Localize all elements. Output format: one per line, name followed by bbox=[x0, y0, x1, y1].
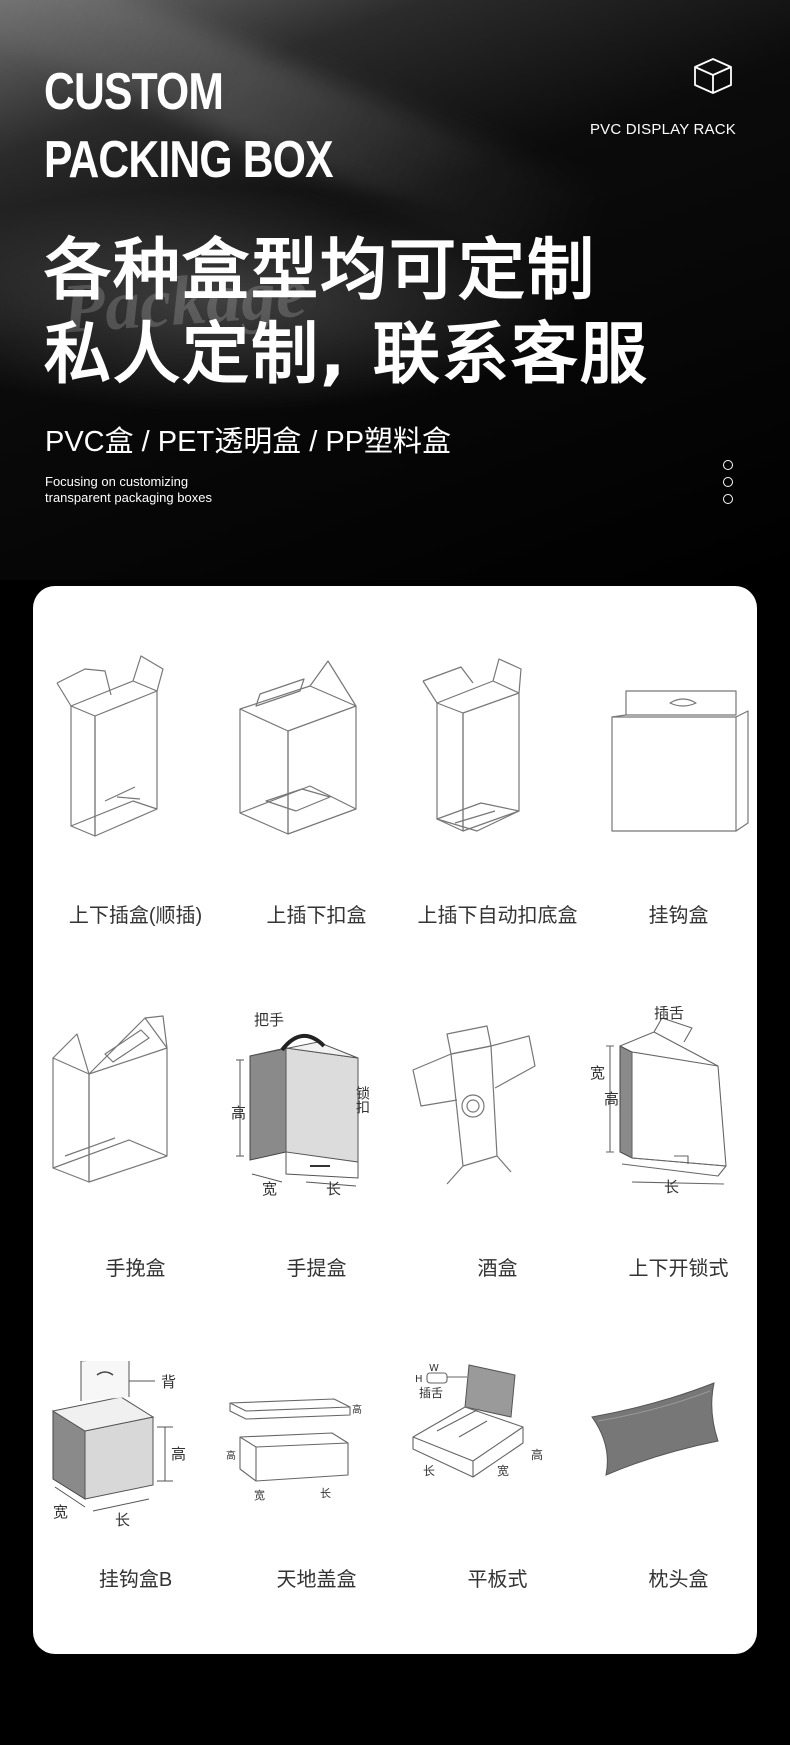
diagram-label-width: 宽 bbox=[262, 1180, 277, 1196]
box-icon bbox=[694, 58, 732, 94]
diagram-label-height: 高 bbox=[604, 1090, 619, 1108]
box-type-label: 上下插盒(顺插) bbox=[68, 905, 203, 927]
headline-line1: 各种盒型均可定制 bbox=[44, 231, 596, 309]
hero-banner: CUSTOM PACKING BOX PVC DISPLAY RACK Pack… bbox=[0, 0, 790, 580]
dot bbox=[723, 477, 733, 487]
box-type-label: 挂钩盒B bbox=[98, 1569, 173, 1591]
box-type-label: 枕头盒 bbox=[648, 1569, 709, 1591]
box-types-card: 上下插盒(顺插) 上插下扣盒 上插下自动扣底盒 挂钩盒 bbox=[33, 586, 757, 1654]
diagram-label-length: 长 bbox=[664, 1178, 679, 1196]
box-type-label: 上下开锁式 bbox=[628, 1258, 729, 1280]
description: Focusing on customizing transparent pack… bbox=[45, 474, 212, 506]
material-types: PVC盒 / PET透明盒 / PP塑料盒 bbox=[45, 426, 452, 458]
box-type-label: 手提盒 bbox=[286, 1258, 347, 1280]
flat-mailer-box-icon: W H 插舌 长 宽 高 bbox=[412, 1363, 543, 1478]
english-title-line1: CUSTOM bbox=[44, 63, 224, 121]
box-type-label: 酒盒 bbox=[477, 1258, 518, 1280]
diagram-label-height: 高 bbox=[171, 1445, 186, 1463]
lid-base-box-icon: 高 高 宽 长 bbox=[226, 1398, 362, 1502]
lock-bottom-box-icon: 插舌 宽 高 长 bbox=[590, 1006, 727, 1196]
description-line1: Focusing on customizing bbox=[45, 474, 189, 489]
diagram-label-w: W bbox=[429, 1363, 439, 1374]
diagram-label-height: 高 bbox=[226, 1449, 236, 1462]
box-type-label: 上插下扣盒 bbox=[266, 905, 367, 927]
diagram-label-tuck: 插舌 bbox=[654, 1006, 684, 1022]
chinese-headline: 各种盒型均可定制 私人定制, 联系客服 bbox=[44, 228, 649, 396]
dot bbox=[723, 460, 733, 470]
gable-handle-box-icon bbox=[52, 1015, 168, 1183]
english-title: CUSTOM PACKING BOX bbox=[44, 58, 334, 194]
diagram-label-length: 长 bbox=[423, 1464, 435, 1478]
auto-bottom-box-icon bbox=[422, 658, 522, 832]
pillow-box-icon bbox=[591, 1382, 719, 1476]
diagram-label-length: 长 bbox=[326, 1180, 341, 1196]
hang-tab-box-icon bbox=[611, 690, 749, 832]
diagram-label-width: 宽 bbox=[53, 1503, 68, 1521]
box-types-grid: 上下插盒(顺插) 上插下扣盒 上插下自动扣底盒 挂钩盒 bbox=[33, 586, 757, 1654]
diagram-label-width: 宽 bbox=[254, 1488, 265, 1502]
diagram-label-height: 高 bbox=[352, 1403, 362, 1416]
diagram-label-width: 宽 bbox=[590, 1064, 605, 1082]
diagram-label-tuck: 插舌 bbox=[419, 1386, 443, 1400]
box-type-label: 手挽盒 bbox=[105, 1258, 166, 1280]
hang-tab-box-b-icon: 背 高 宽 长 bbox=[51, 1361, 186, 1529]
english-title-line2: PACKING BOX bbox=[44, 131, 334, 189]
corner-label: PVC DISPLAY RACK bbox=[589, 121, 736, 138]
diagram-label-h: H bbox=[415, 1374, 423, 1385]
diagram-label-height: 高 bbox=[531, 1447, 543, 1462]
diagram-label-length: 长 bbox=[320, 1487, 331, 1500]
description-line2: transparent packaging boxes bbox=[45, 490, 212, 505]
box-type-label: 上插下自动扣底盒 bbox=[417, 905, 578, 927]
dot bbox=[723, 494, 733, 504]
box-type-label: 挂钩盒 bbox=[648, 905, 709, 927]
diagram-label-height: 高 bbox=[231, 1104, 246, 1122]
diagram-label-length: 长 bbox=[115, 1511, 130, 1529]
carry-handle-box-icon: 把手 高 锁扣 宽 长 bbox=[231, 1011, 370, 1196]
snap-lock-box-icon bbox=[239, 660, 357, 835]
dots-indicator bbox=[723, 460, 733, 511]
diagram-label-handle: 把手 bbox=[254, 1011, 284, 1029]
diagram-label-back: 背 bbox=[161, 1373, 176, 1391]
wine-box-icon bbox=[412, 1025, 536, 1185]
box-type-label: 天地盖盒 bbox=[276, 1569, 357, 1591]
box-type-label: 平板式 bbox=[467, 1569, 528, 1591]
diagram-label-lock: 锁扣 bbox=[354, 1086, 370, 1114]
headline-line2: 私人定制, 联系客服 bbox=[44, 315, 649, 393]
tuck-end-box-icon bbox=[56, 655, 164, 837]
diagram-label-width: 宽 bbox=[497, 1463, 509, 1478]
